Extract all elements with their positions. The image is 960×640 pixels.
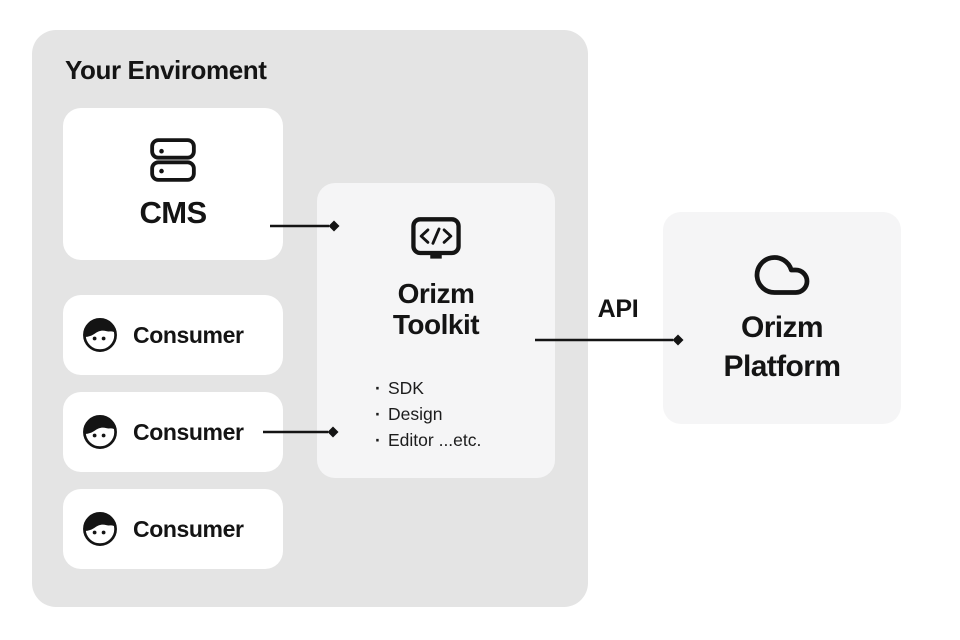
toolkit-icon-wrap [317,217,555,261]
bullet-icon: · [375,430,381,450]
toolkit-feature-label: Editor ...etc. [388,430,482,450]
api-label: API [597,295,639,323]
cms-node: CMS [63,108,283,260]
toolkit-feature-list: · SDK · Design · Editor ...etc. [375,375,481,453]
code-monitor-icon [411,217,461,259]
platform-title-line2: Platform [723,350,841,383]
consumer-label: Consumer [133,321,244,348]
toolkit-feature: · Design [375,401,481,427]
cloud-icon [754,255,810,295]
server-icon [150,137,196,182]
toolkit-node: Orizm Toolkit · SDK · Design · Editor ...et… [317,183,555,478]
consumer-node-3: Consumer [63,489,283,569]
consumer-label: Consumer [133,515,244,542]
toolkit-title: Orizm Toolkit [317,278,555,340]
toolkit-feature: · SDK [375,375,481,401]
face-icon [83,512,117,546]
toolkit-feature-label: SDK [388,378,424,398]
face-icon [83,415,117,449]
toolkit-feature-label: Design [388,404,443,424]
bullet-icon: · [375,378,381,398]
face-icon [83,318,117,352]
consumer-node-1: Consumer [63,295,283,375]
bullet-icon: · [375,404,381,424]
consumer-node-2: Consumer [63,392,283,472]
platform-title-line1: Orizm [740,311,824,344]
consumer-label: Consumer [133,418,244,445]
toolkit-title-line1: Orizm [397,278,475,309]
platform-icon-wrap [663,245,901,305]
cms-label: CMS [139,194,207,230]
environment-title: Your Enviroment [65,55,267,85]
platform-title: Orizm Platform [663,308,901,386]
toolkit-feature: · Editor ...etc. [375,427,481,453]
toolkit-title-line2: Toolkit [392,309,480,340]
platform-node: Orizm Platform [663,212,901,424]
